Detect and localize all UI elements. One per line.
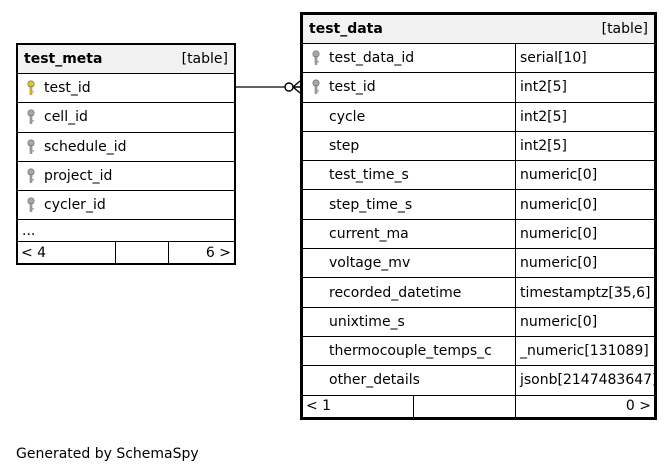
column-name-cell: test_id <box>18 74 231 102</box>
column-row[interactable]: current_ma numeric[0] <box>303 218 654 249</box>
column-name-cell: step_time_s <box>303 190 516 219</box>
column-row[interactable]: other_details jsonb[2147483647] <box>303 365 654 395</box>
foreign-key-icon <box>24 109 38 125</box>
table-header: test_data [table] <box>303 15 654 43</box>
table-test-data[interactable]: test_data [table] test_data_id serial[10]… <box>300 12 657 420</box>
column-name-cell: schedule_id <box>18 133 231 161</box>
column-name: voltage_mv <box>329 255 411 272</box>
column-row[interactable]: cycle int2[5] <box>303 101 654 131</box>
column-type: numeric[0] <box>520 255 598 272</box>
column-name: other_details <box>329 372 420 389</box>
column-name-cell: test_time_s <box>303 161 516 190</box>
column-name-cell: other_details <box>303 366 516 395</box>
column-name-cell: current_ma <box>303 219 516 249</box>
column-name-cell: cycler_id <box>18 191 231 219</box>
column-type: numeric[0] <box>520 313 598 330</box>
column-name: thermocouple_temps_c <box>329 343 492 360</box>
foreign-key-icon <box>309 50 323 66</box>
table-kind: [table] <box>181 51 228 67</box>
column-name: step <box>329 138 360 155</box>
column-row[interactable]: step int2[5] <box>303 130 654 161</box>
column-name: cycler_id <box>44 197 106 214</box>
column-name: step_time_s <box>329 196 413 213</box>
column-name-cell: cycle <box>303 102 516 131</box>
table-title: test_data <box>309 21 383 37</box>
column-name-cell: voltage_mv <box>303 249 516 278</box>
column-type: numeric[0] <box>520 196 598 213</box>
column-row[interactable]: schedule_id <box>18 131 234 161</box>
column-row[interactable]: thermocouple_temps_c _numeric[131089] <box>303 335 654 366</box>
column-name: current_ma <box>329 225 409 242</box>
column-type: jsonb[2147483647] <box>520 372 654 389</box>
footer-children: 0 > <box>625 398 651 415</box>
column-name: unixtime_s <box>329 313 405 330</box>
column-name-cell: unixtime_s <box>303 307 516 336</box>
table-test-meta[interactable]: test_meta [table] test_id cell_id schedule… <box>16 43 236 266</box>
column-name-cell: step <box>303 131 516 161</box>
column-row[interactable]: test_data_id serial[10] <box>303 43 654 73</box>
table-footer: < 1 0 > <box>303 394 654 417</box>
column-name: test_data_id <box>329 50 415 67</box>
column-name: cell_id <box>44 109 88 126</box>
column-row[interactable]: test_time_s numeric[0] <box>303 160 654 190</box>
column-name-cell: cell_id <box>18 103 231 131</box>
column-type: numeric[0] <box>520 225 598 242</box>
column-type: serial[10] <box>520 50 587 67</box>
relationship-optional-circle <box>284 82 294 92</box>
more-columns: ... <box>18 219 234 241</box>
table-title: test_meta <box>24 51 103 67</box>
column-row[interactable]: cycler_id <box>18 190 234 219</box>
column-type: timestamptz[35,6] <box>520 284 651 301</box>
footer-spacer <box>116 242 169 264</box>
column-name: test_id <box>44 80 91 97</box>
foreign-key-icon <box>309 79 323 95</box>
column-row[interactable]: voltage_mv numeric[0] <box>303 248 654 278</box>
column-name-cell: recorded_datetime <box>303 278 516 307</box>
column-type: int2[5] <box>520 108 567 125</box>
foreign-key-icon <box>24 197 38 213</box>
foreign-key-icon <box>24 168 38 184</box>
footer-spacer <box>414 395 516 417</box>
column-row[interactable]: test_id <box>18 73 234 102</box>
column-name-cell: test_id <box>303 73 516 102</box>
column-row[interactable]: test_id int2[5] <box>303 72 654 102</box>
column-name-cell: test_data_id <box>303 44 516 73</box>
column-row[interactable]: project_id <box>18 160 234 190</box>
column-name: schedule_id <box>44 138 127 155</box>
relationship-crowfoot <box>292 80 301 94</box>
column-name: test_id <box>329 79 376 96</box>
foreign-key-icon <box>24 139 38 155</box>
table-header: test_meta [table] <box>18 45 234 73</box>
column-type: numeric[0] <box>520 167 598 184</box>
table-footer: < 4 6 > <box>18 241 234 264</box>
column-row[interactable]: unixtime_s numeric[0] <box>303 306 654 336</box>
column-name: recorded_datetime <box>329 284 462 301</box>
column-row[interactable]: cell_id <box>18 102 234 131</box>
column-type: _numeric[131089] <box>520 343 649 360</box>
footer-children: 6 > <box>205 244 231 261</box>
footer-parents: < 4 <box>18 242 116 264</box>
column-row[interactable]: step_time_s numeric[0] <box>303 189 654 219</box>
generated-by-text: Generated by SchemaSpy <box>16 446 199 462</box>
column-type: int2[5] <box>520 79 567 96</box>
primary-key-icon <box>24 80 38 96</box>
column-row[interactable]: recorded_datetime timestamptz[35,6] <box>303 277 654 307</box>
column-name: test_time_s <box>329 167 409 184</box>
column-name-cell: project_id <box>18 162 231 190</box>
table-kind: [table] <box>601 21 648 37</box>
column-type: int2[5] <box>520 138 567 155</box>
column-name-cell: thermocouple_temps_c <box>303 336 516 366</box>
column-name: project_id <box>44 168 113 185</box>
footer-parents: < 1 <box>303 395 414 417</box>
column-name: cycle <box>329 108 366 125</box>
